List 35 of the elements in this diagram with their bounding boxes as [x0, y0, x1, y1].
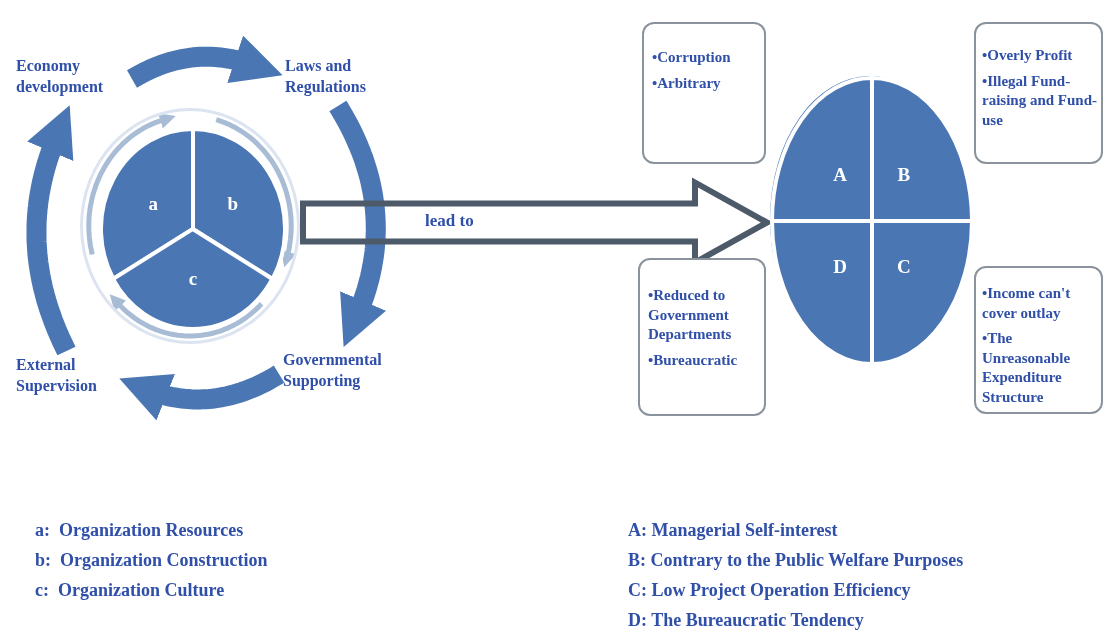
- note-box: [974, 22, 1103, 164]
- arc-arrow: [109, 294, 264, 339]
- bullet-text: •Corruption: [652, 48, 732, 67]
- key-text: C: Low Project Operation Efficiency: [628, 580, 911, 601]
- stage-label: Economy development: [16, 56, 128, 102]
- pie-segment: B: [872, 78, 972, 221]
- bullet-text: •The Unreasonable Expenditure Structure: [982, 329, 1072, 407]
- bullet-text: •Arbitrary: [652, 73, 722, 93]
- curved-arrow: [329, 98, 387, 348]
- key-text: b: Organization Construction: [35, 550, 268, 571]
- key-text: D: The Bureaucratic Tendency: [628, 610, 864, 631]
- key-text: B: Contrary to the Public Welfare Purposes: [628, 550, 964, 571]
- pie-segment: D: [772, 221, 872, 364]
- stage-label: Laws and Regulations: [285, 56, 390, 102]
- arc-arrow: [86, 113, 176, 255]
- note-box: [642, 22, 766, 164]
- bullet-text: •Overly Profit: [982, 46, 1074, 65]
- bullet-text: •Bureaucratic: [648, 350, 739, 370]
- curved-arrow: [119, 365, 287, 421]
- bullet-text: •Illegal Fund-raising and Fund-use: [982, 71, 1099, 130]
- pie-segment: C: [872, 221, 972, 364]
- bullet-text: •Reduced to Government Departments: [648, 286, 733, 344]
- pie-segment: A: [772, 78, 872, 221]
- key-text: A: Managerial Self-interest: [628, 520, 838, 541]
- segmented-chart: [80, 108, 300, 344]
- bullet-text: •Income can't cover outlay: [982, 284, 1072, 323]
- stage-label: External Supervision: [16, 355, 116, 401]
- arc-arrow: [215, 117, 297, 268]
- note-box: [974, 266, 1103, 414]
- key-text: c: Organization Culture: [35, 580, 225, 601]
- stage-label: Governmental Supporting: [283, 350, 401, 396]
- curved-arrow: [124, 35, 283, 88]
- note-box: [638, 258, 766, 416]
- key-text: a: Organization Resources: [35, 520, 244, 541]
- pie-segment: c: [113, 229, 273, 329]
